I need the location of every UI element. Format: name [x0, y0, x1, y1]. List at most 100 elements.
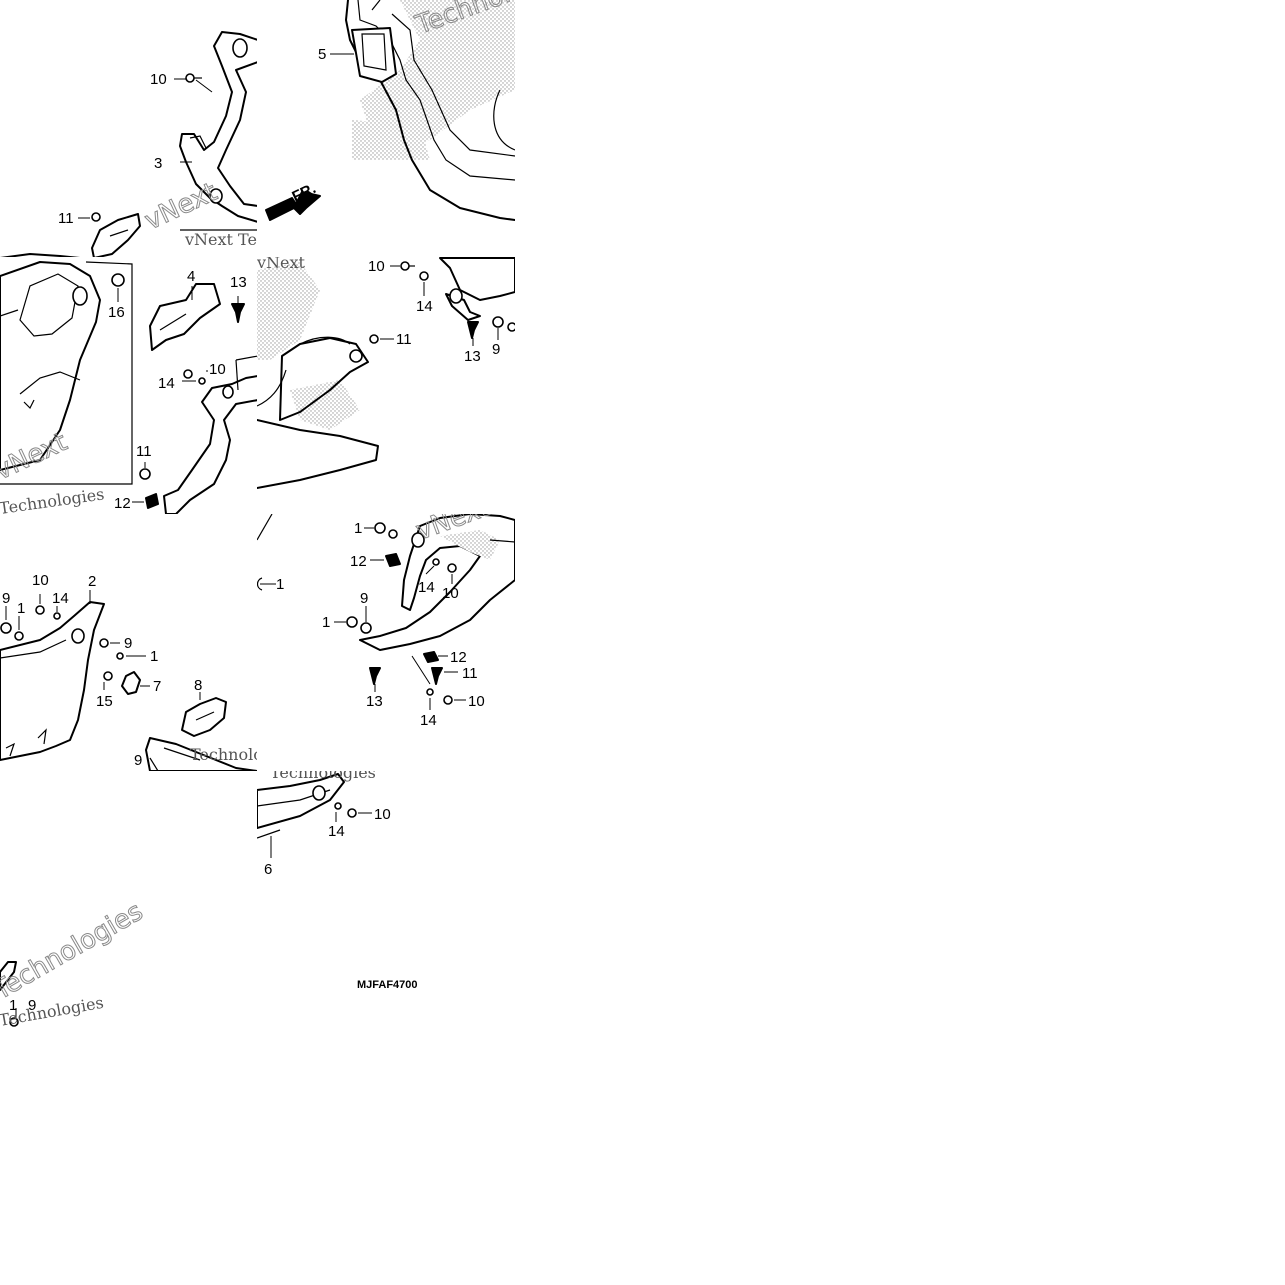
nut-9 [374, 522, 386, 534]
callout-label: 12 [350, 553, 367, 570]
diagram-code: MJFAF4700 [357, 979, 418, 991]
callout-label: 10 [368, 258, 385, 275]
callout-label: 15 [96, 693, 113, 710]
callout-labels: 10 3 11 5 16 4 13 14 10 11 12 10 14 11 1… [2, 46, 500, 1014]
callout-label: 12 [450, 649, 467, 666]
tile-cover-5: FR. Technologies [265, 0, 515, 221]
callout-label: 11 [136, 443, 152, 460]
callout-label: 10 [442, 585, 459, 602]
washer-14 [419, 271, 429, 281]
callout-label: 9 [360, 590, 368, 607]
callout-label: 7 [153, 678, 161, 695]
bolt-10 [443, 695, 453, 705]
callout-label: 1 [150, 648, 158, 665]
washer-1 [346, 616, 358, 628]
callout-label: 16 [108, 304, 125, 321]
callout-label: 11 [462, 665, 478, 682]
watermark: Technologies [190, 745, 296, 764]
watermark: Technologies [0, 897, 148, 1007]
tile-lower-bracket: vNext Technologies [257, 514, 515, 710]
washer-14 [53, 612, 61, 620]
washer-14 [334, 802, 342, 810]
callout-label: 14 [420, 712, 437, 729]
callout-label: 9 [124, 635, 132, 652]
watermark: vNext [140, 177, 222, 236]
callout-label: 10 [468, 693, 485, 710]
tile-cover-lower: vNext [256, 253, 515, 489]
callout-label: 11 [396, 331, 412, 348]
bracket-3 [179, 31, 257, 223]
clip-13 [369, 667, 381, 685]
washer-1 [14, 631, 24, 641]
callout-label: 3 [154, 155, 162, 172]
bolt-10 [35, 605, 45, 615]
callout-label: 1 [17, 600, 25, 617]
watermark: vNext Tec [184, 230, 266, 249]
bolt-10 [183, 369, 193, 379]
bolt-10 [447, 563, 457, 573]
front-arrow [265, 191, 321, 221]
callout-label: 9 [134, 752, 142, 769]
bolt-10 [185, 73, 195, 83]
grommet [72, 286, 88, 306]
callout-label: 12 [114, 495, 131, 512]
callout-label: 13 [230, 274, 247, 291]
washer-1 [116, 652, 124, 660]
callout-label: 14 [416, 298, 433, 315]
washer-14 [432, 558, 440, 566]
callout-label: 8 [194, 677, 202, 694]
callout-label: 2 [88, 573, 96, 590]
callout-label: 13 [464, 348, 481, 365]
callout-label: 4 [187, 268, 195, 285]
clip-13 [467, 321, 479, 339]
tile-bracket-3: vNext Tec vNext [0, 31, 266, 257]
callout-label: 9 [2, 590, 10, 607]
tile-fragment: Technologies Technologies [0, 896, 149, 1028]
grommet [232, 38, 248, 58]
nut-11 [369, 334, 379, 344]
watermark: Technologies [270, 763, 376, 782]
washer-14 [198, 377, 206, 385]
callout-label: 13 [366, 693, 383, 710]
bolt-15 [103, 671, 113, 681]
callout-label: 10 [374, 806, 391, 823]
callout-label: 14 [418, 579, 435, 596]
nut-9 [99, 638, 109, 648]
nut-9 [360, 622, 372, 634]
callout-label: 1 [322, 614, 330, 631]
clip-11 [431, 667, 443, 685]
grommet-16 [111, 273, 125, 287]
callout-label: 5 [318, 46, 326, 63]
callout-label: 9 [492, 341, 500, 358]
watermark: vNext [256, 253, 306, 272]
tile-bracket-2: Technologies [0, 590, 296, 771]
nut-9 [492, 316, 504, 328]
nut-11 [91, 212, 101, 222]
callout-label: 9 [28, 997, 36, 1014]
callout-label: 14 [158, 375, 175, 392]
callout-label: 11 [58, 210, 74, 227]
nut-12 [145, 493, 159, 509]
callout-label: 1 [9, 997, 17, 1014]
nut-11 [139, 468, 151, 480]
clip-7 [121, 671, 141, 695]
callout-label: 14 [328, 823, 345, 840]
watermark: Technologies [0, 484, 105, 518]
washer-1 [388, 529, 398, 539]
callout-label: 1 [276, 576, 284, 593]
callout-label: 10 [32, 572, 49, 589]
nut-9 [0, 622, 12, 634]
washer-14 [426, 688, 434, 696]
clip-13 [231, 303, 245, 323]
callout-label: 10 [209, 361, 226, 378]
tile-bracket-4: Technologies vNext [0, 261, 257, 518]
tile-cover-6: Technologies [257, 763, 376, 858]
nut-12 [385, 553, 401, 567]
nut-12 [423, 651, 439, 663]
callout-label: 10 [150, 71, 167, 88]
bolt-10 [347, 808, 357, 818]
callout-label: 1 [354, 520, 362, 537]
callout-label: 6 [264, 861, 272, 878]
callout-label: 14 [52, 590, 69, 607]
